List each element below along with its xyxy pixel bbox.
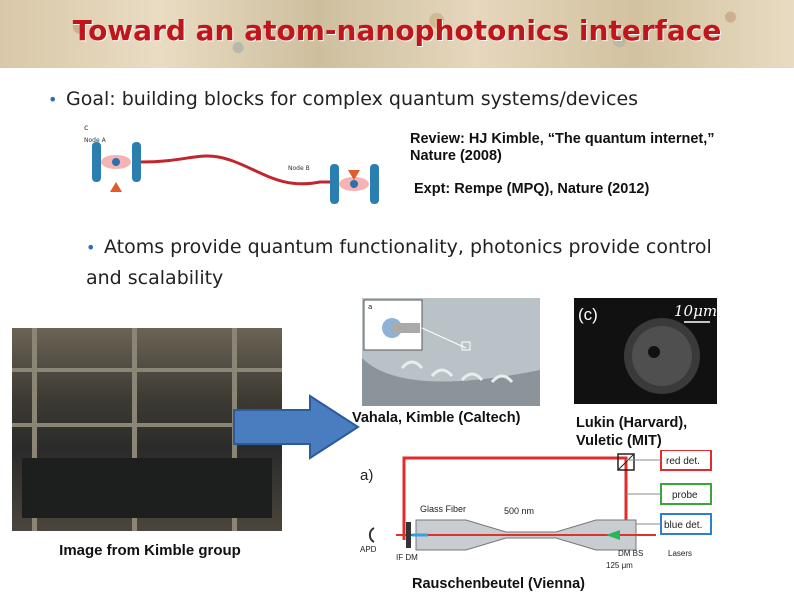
mirror-a2 [132, 142, 141, 182]
filter [406, 522, 411, 548]
mirror-a1 [92, 142, 101, 182]
node-a-label: Node A [84, 137, 107, 144]
slide-title: Toward an atom-nanophotonics interface [72, 14, 722, 47]
vienna-caption: Rauschenbeutel (Vienna) [412, 576, 585, 592]
width-label: 500 nm [504, 506, 534, 516]
vienna-panel: a) [360, 467, 373, 484]
bullet-dot: • [48, 90, 58, 109]
svg-text:a: a [368, 303, 372, 311]
green-arrow [606, 530, 620, 540]
bullet-goal: • Goal: building blocks for complex quant… [48, 88, 638, 110]
banner-texture [0, 0, 794, 68]
blue-det-label: blue det. [664, 520, 702, 531]
node-b-label: Node B [288, 165, 310, 172]
probe-label: probe [672, 490, 698, 501]
bullet-atoms-text: Atoms provide quantum functionality, pho… [86, 236, 712, 289]
shelf [12, 423, 282, 427]
quantum-network-figure: c Node A Node B [84, 123, 379, 204]
sem-scale: 10μm [674, 302, 717, 320]
bullet-goal-text: Goal: building blocks for complex quantu… [66, 88, 639, 110]
kimble-lab-photo [12, 328, 282, 531]
drive-arrow-b [348, 170, 360, 180]
sem-panel: (c) [578, 305, 598, 324]
expt-reference: Expt: Rempe (MPQ), Nature (2012) [414, 181, 650, 197]
review-reference: Review: HJ Kimble, “The quantum internet… [410, 131, 715, 164]
drive-arrow-a [110, 182, 122, 192]
apd-label: APD [360, 545, 377, 554]
lukin-sem-figure: (c) 10μm [574, 298, 717, 404]
caltech-cavity-figure: a [362, 298, 540, 406]
atom-a [112, 158, 120, 166]
cube [617, 453, 635, 471]
post [132, 328, 137, 531]
mirror-b2 [370, 164, 379, 204]
title-banner [0, 0, 794, 68]
dm-bs-label: DM BS [618, 549, 643, 558]
vienna-nanofiber-figure: a) red det. probe blue det. Glass Fiber … [360, 450, 712, 570]
lasers-label: Lasers [668, 549, 692, 558]
glass-fiber-label: Glass Fiber [420, 504, 466, 514]
bullet-atoms: •Atoms provide quantum functionality, ph… [86, 232, 726, 294]
beam-path [402, 456, 628, 540]
post [32, 328, 37, 531]
lukin-caption: Lukin (Harvard), Vuletic (MIT) [576, 415, 688, 449]
photon-channel [140, 154, 336, 186]
shelf [12, 368, 282, 372]
mirror-b1 [330, 164, 339, 204]
vahala-caption: Vahala, Kimble (Caltech) [352, 410, 521, 426]
arrow-right-icon [233, 394, 360, 460]
node-fig-panel: c [84, 123, 88, 132]
length-label: 125 μm [606, 561, 633, 570]
if-dm-label: IF DM [396, 553, 418, 562]
red-det-label: red det. [666, 456, 700, 467]
kimble-caption: Image from Kimble group [59, 542, 241, 559]
bullet-dot: • [86, 238, 96, 257]
atom-b [350, 180, 358, 188]
optical-table [22, 458, 272, 518]
